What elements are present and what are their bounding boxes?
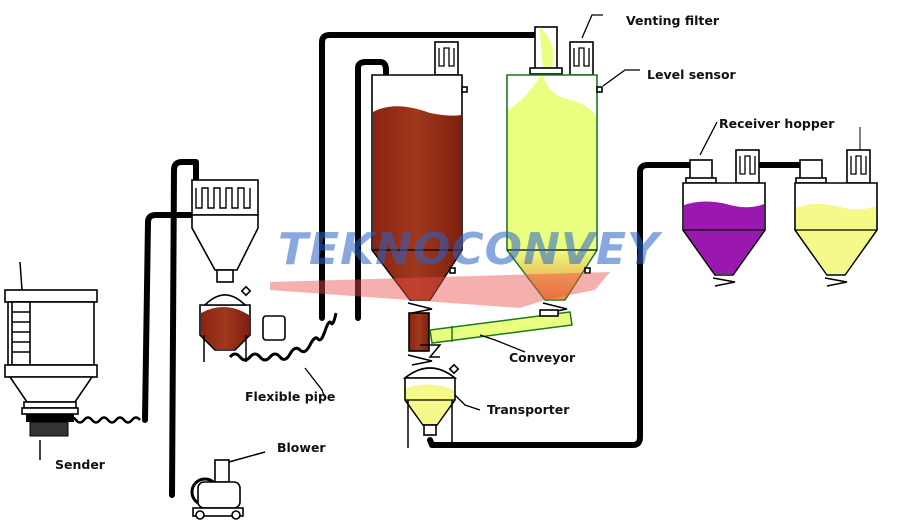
- silo-filters: [434, 26, 594, 76]
- label-venting-filter: Venting filter: [626, 13, 720, 28]
- storage-silo-yellow: [506, 74, 603, 314]
- sender-spring: [67, 416, 141, 424]
- receiver-hopper-purple: [682, 149, 766, 287]
- receiver-hopper-yellow: [794, 127, 878, 287]
- label-transporter: Transporter: [487, 402, 570, 417]
- watermark: TEKNOCONVEY: [270, 224, 663, 308]
- flexible-pipe: [228, 312, 338, 362]
- label-flexible-pipe: Flexible pipe: [245, 389, 335, 404]
- label-sender: Sender: [55, 457, 106, 472]
- watermark-text: TEKNOCONVEY: [278, 224, 663, 275]
- label-blower: Blower: [277, 440, 326, 455]
- label-receiver-hopper: Receiver hopper: [719, 116, 835, 131]
- cyclone-filter: [191, 179, 286, 362]
- blower: [190, 451, 266, 520]
- sender-unit: [4, 261, 98, 460]
- transporter: [402, 363, 460, 448]
- conveyor: [420, 309, 573, 358]
- label-conveyor: Conveyor: [509, 350, 576, 365]
- leader-lines: [304, 14, 718, 411]
- label-level-sensor: Level sensor: [647, 67, 737, 82]
- storage-silo-brown: [371, 74, 468, 366]
